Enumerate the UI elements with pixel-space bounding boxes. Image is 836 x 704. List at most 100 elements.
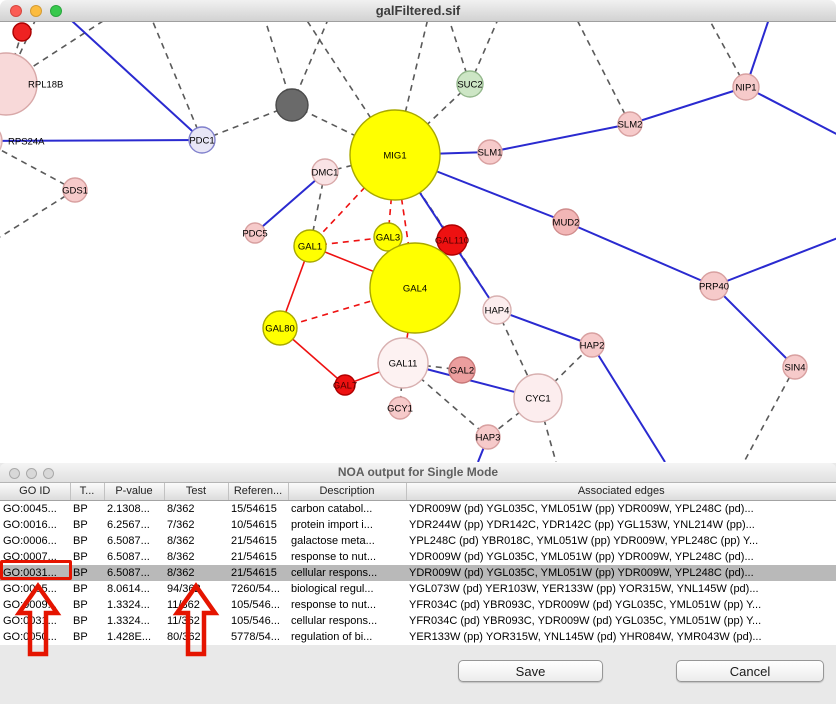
cell-r3-c5: response to nut... (288, 549, 406, 565)
column-header-3[interactable]: Test (164, 483, 228, 500)
table-row-5[interactable]: GO:0065...BP8.0614...94/3627260/54...bio… (0, 581, 836, 597)
cell-r1-c0: GO:0016... (0, 517, 70, 533)
table-row-4[interactable]: GO:0031...BP6.5087...8/36221/54615cellul… (0, 565, 836, 581)
node-label-GDS1: GDS1 (62, 186, 88, 197)
cell-r1-c4: 10/54615 (228, 517, 288, 533)
edge-NIP1-pt (746, 87, 836, 140)
cell-r3-c6: YDR009W (pd) YGL035C, YML051W (pp) YDR00… (406, 549, 836, 565)
column-header-1[interactable]: T... (70, 483, 104, 500)
edge-SLM2-NIP1 (630, 87, 746, 124)
cell-r0-c5: carbon catabol... (288, 500, 406, 517)
node-gray[interactable] (276, 89, 308, 121)
cell-r8-c0: GO:0050... (0, 629, 70, 645)
cell-r8-c6: YER133W (pp) YOR315W, YNL145W (pd) YHR08… (406, 629, 836, 645)
traffic-lights (10, 5, 62, 17)
cell-r5-c4: 7260/54... (228, 581, 288, 597)
table-header: GO IDT...P-valueTestReferen...Descriptio… (0, 483, 836, 500)
cell-r8-c2: 1.428E... (104, 629, 164, 645)
node-label-GAL11: GAL11 (389, 359, 418, 370)
edge-GDS1-RPS24A (0, 141, 75, 190)
node-RPS24A[interactable] (0, 123, 2, 159)
node-label-CYC1: CYC1 (525, 394, 550, 405)
minimize-button[interactable] (30, 5, 42, 17)
cell-r4-c0: GO:0031... (0, 565, 70, 581)
node-label-MUD2: MUD2 (553, 218, 580, 229)
save-button[interactable]: Save (458, 660, 603, 682)
cell-r5-c6: YGL073W (pd) YER103W, YER133W (pp) YOR31… (406, 581, 836, 597)
cell-r7-c3: 11/362 (164, 613, 228, 629)
cell-r5-c5: biological regul... (288, 581, 406, 597)
column-header-6[interactable]: Associated edges (406, 483, 836, 500)
node-label-PDC1: PDC1 (189, 136, 214, 147)
node-label-GAL1: GAL1 (298, 242, 322, 253)
table-row-8[interactable]: GO:0050...BP1.428E...80/3625778/54...reg… (0, 629, 836, 645)
node-label-DMC1: DMC1 (312, 168, 339, 179)
cell-r4-c1: BP (70, 565, 104, 581)
cell-r6-c0: GO:0009... (0, 597, 70, 613)
cell-r6-c6: YFR034C (pd) YBR093C, YDR009W (pd) YGL03… (406, 597, 836, 613)
cell-r5-c1: BP (70, 581, 104, 597)
network-window: galFiltered.sif RPL18BRPS24APDC1GDS1MIG1… (0, 0, 836, 462)
node-label-NIP1: NIP1 (735, 83, 756, 94)
cell-r0-c6: YDR009W (pd) YGL035C, YML051W (pp) YDR00… (406, 500, 836, 517)
cell-r6-c3: 11/362 (164, 597, 228, 613)
table-body: GO:0045...BP2.1308...8/36215/54615carbon… (0, 500, 836, 645)
edge-PDC1-pt (148, 22, 202, 140)
edge-PRP40-SIN4 (714, 286, 795, 367)
cell-r0-c1: BP (70, 500, 104, 517)
node-label-GAL110: GAL110 (435, 236, 469, 247)
cell-r8-c3: 80/362 (164, 629, 228, 645)
cell-r1-c6: YDR244W (pp) YDR142C, YDR142C (pp) YGL15… (406, 517, 836, 533)
cell-r6-c2: 1.3324... (104, 597, 164, 613)
column-header-5[interactable]: Description (288, 483, 406, 500)
minimize-button-inactive[interactable] (26, 468, 37, 479)
cell-r6-c5: response to nut... (288, 597, 406, 613)
cell-r1-c5: protein import i... (288, 517, 406, 533)
close-button-inactive[interactable] (9, 468, 20, 479)
node-label-GAL80: GAL80 (265, 324, 295, 335)
cell-r3-c1: BP (70, 549, 104, 565)
node-label-SLM1: SLM1 (478, 148, 503, 159)
close-button[interactable] (10, 5, 22, 17)
zoom-button[interactable] (50, 5, 62, 17)
edge-PRP40-pt (714, 234, 836, 286)
cell-r2-c1: BP (70, 533, 104, 549)
table-row-3[interactable]: GO:0007...BP6.5087...8/36221/54615respon… (0, 549, 836, 565)
cell-r7-c1: BP (70, 613, 104, 629)
cell-r4-c3: 8/362 (164, 565, 228, 581)
network-canvas[interactable]: RPL18BRPS24APDC1GDS1MIG1DMC1SUC2SLM1SLM2… (0, 22, 836, 462)
table-row-7[interactable]: GO:0031...BP1.3324...11/362105/546...cel… (0, 613, 836, 629)
node-node-topleft[interactable] (13, 23, 31, 41)
cell-r3-c2: 6.5087... (104, 549, 164, 565)
cell-r3-c3: 8/362 (164, 549, 228, 565)
edge-SIN4-pt (744, 367, 795, 462)
column-header-0[interactable]: GO ID (0, 483, 70, 500)
node-label-HAP2: HAP2 (580, 341, 605, 352)
table-row-2[interactable]: GO:0006...BP6.5087...8/36221/54615galact… (0, 533, 836, 549)
column-header-4[interactable]: Referen... (228, 483, 288, 500)
node-label-GAL4: GAL4 (403, 284, 427, 295)
cell-r6-c1: BP (70, 597, 104, 613)
table-row-0[interactable]: GO:0045...BP2.1308...8/36215/54615carbon… (0, 500, 836, 517)
cell-r1-c2: 6.2567... (104, 517, 164, 533)
node-label-GAL2: GAL2 (450, 366, 474, 377)
node-label-GAL3: GAL3 (376, 233, 400, 244)
cell-r0-c3: 8/362 (164, 500, 228, 517)
cell-r5-c0: GO:0065... (0, 581, 70, 597)
column-header-2[interactable]: P-value (104, 483, 164, 500)
edge-MUD2-PRP40 (566, 222, 714, 286)
cell-r2-c0: GO:0006... (0, 533, 70, 549)
cell-r7-c4: 105/546... (228, 613, 288, 629)
cell-r3-c0: GO:0007... (0, 549, 70, 565)
cancel-button[interactable]: Cancel (676, 660, 824, 682)
cell-r0-c0: GO:0045... (0, 500, 70, 517)
network-graph: RPL18BRPS24APDC1GDS1MIG1DMC1SUC2SLM1SLM2… (0, 22, 836, 462)
table-row-6[interactable]: GO:0009...BP1.3324...11/362105/546...res… (0, 597, 836, 613)
zoom-button-inactive[interactable] (43, 468, 54, 479)
noa-window: NOA output for Single Mode GO IDT...P-va… (0, 462, 836, 704)
cell-r6-c4: 105/546... (228, 597, 288, 613)
table-row-1[interactable]: GO:0016...BP6.2567...7/36210/54615protei… (0, 517, 836, 533)
noa-window-titlebar: NOA output for Single Mode (0, 463, 836, 483)
cell-r0-c4: 15/54615 (228, 500, 288, 517)
